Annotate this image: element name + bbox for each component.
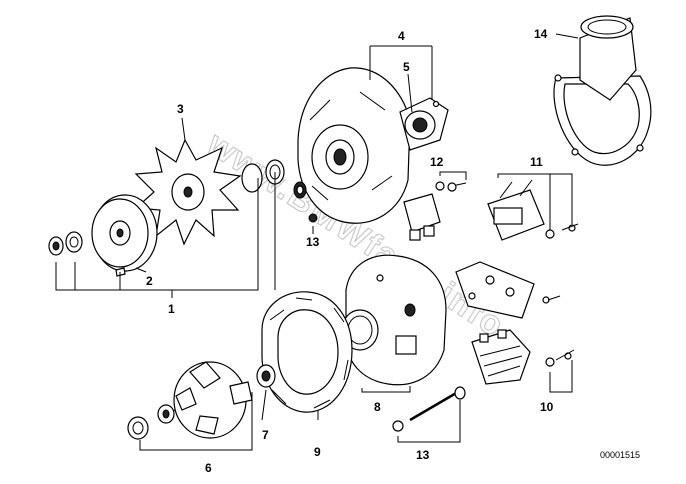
stator: [261, 291, 353, 413]
callout-10: 10: [540, 400, 554, 414]
callout-14: 14: [534, 27, 548, 41]
brush-holder: [403, 181, 467, 241]
diagram-reference-number: 00001515: [600, 450, 640, 460]
cooling-fan: [134, 138, 242, 246]
callout-13-upper: 13: [306, 235, 320, 249]
rectifier-screws: [542, 295, 575, 367]
callout-8: 8: [374, 400, 381, 414]
voltage-regulator: [487, 179, 579, 241]
pulley: [91, 194, 158, 272]
nut-and-washer: [48, 231, 83, 256]
rotor-bearing: [256, 364, 276, 388]
callout-13-lower: 13: [416, 448, 430, 462]
air-duct-shroud: [553, 15, 652, 166]
rectifier-bracket: [455, 261, 535, 319]
rotor: [157, 361, 253, 439]
small-nut: [308, 213, 318, 223]
callout-11: 11: [530, 155, 543, 169]
through-bolt: [392, 386, 466, 432]
leader-lines: [55, 33, 579, 451]
callout-3: 3: [177, 102, 184, 116]
callout-9: 9: [314, 445, 321, 459]
callout-1: 1: [168, 302, 175, 316]
callout-7: 7: [262, 428, 269, 442]
callout-12: 12: [430, 155, 444, 169]
rotor-washer: [127, 416, 149, 440]
callout-6: 6: [205, 461, 212, 475]
callout-5: 5: [403, 60, 410, 74]
rectifier-diode-plate: [471, 329, 531, 385]
callout-2: 2: [146, 274, 153, 288]
drive-end-housing: [341, 254, 447, 386]
callout-4: 4: [398, 29, 405, 43]
end-housing: [297, 67, 411, 224]
